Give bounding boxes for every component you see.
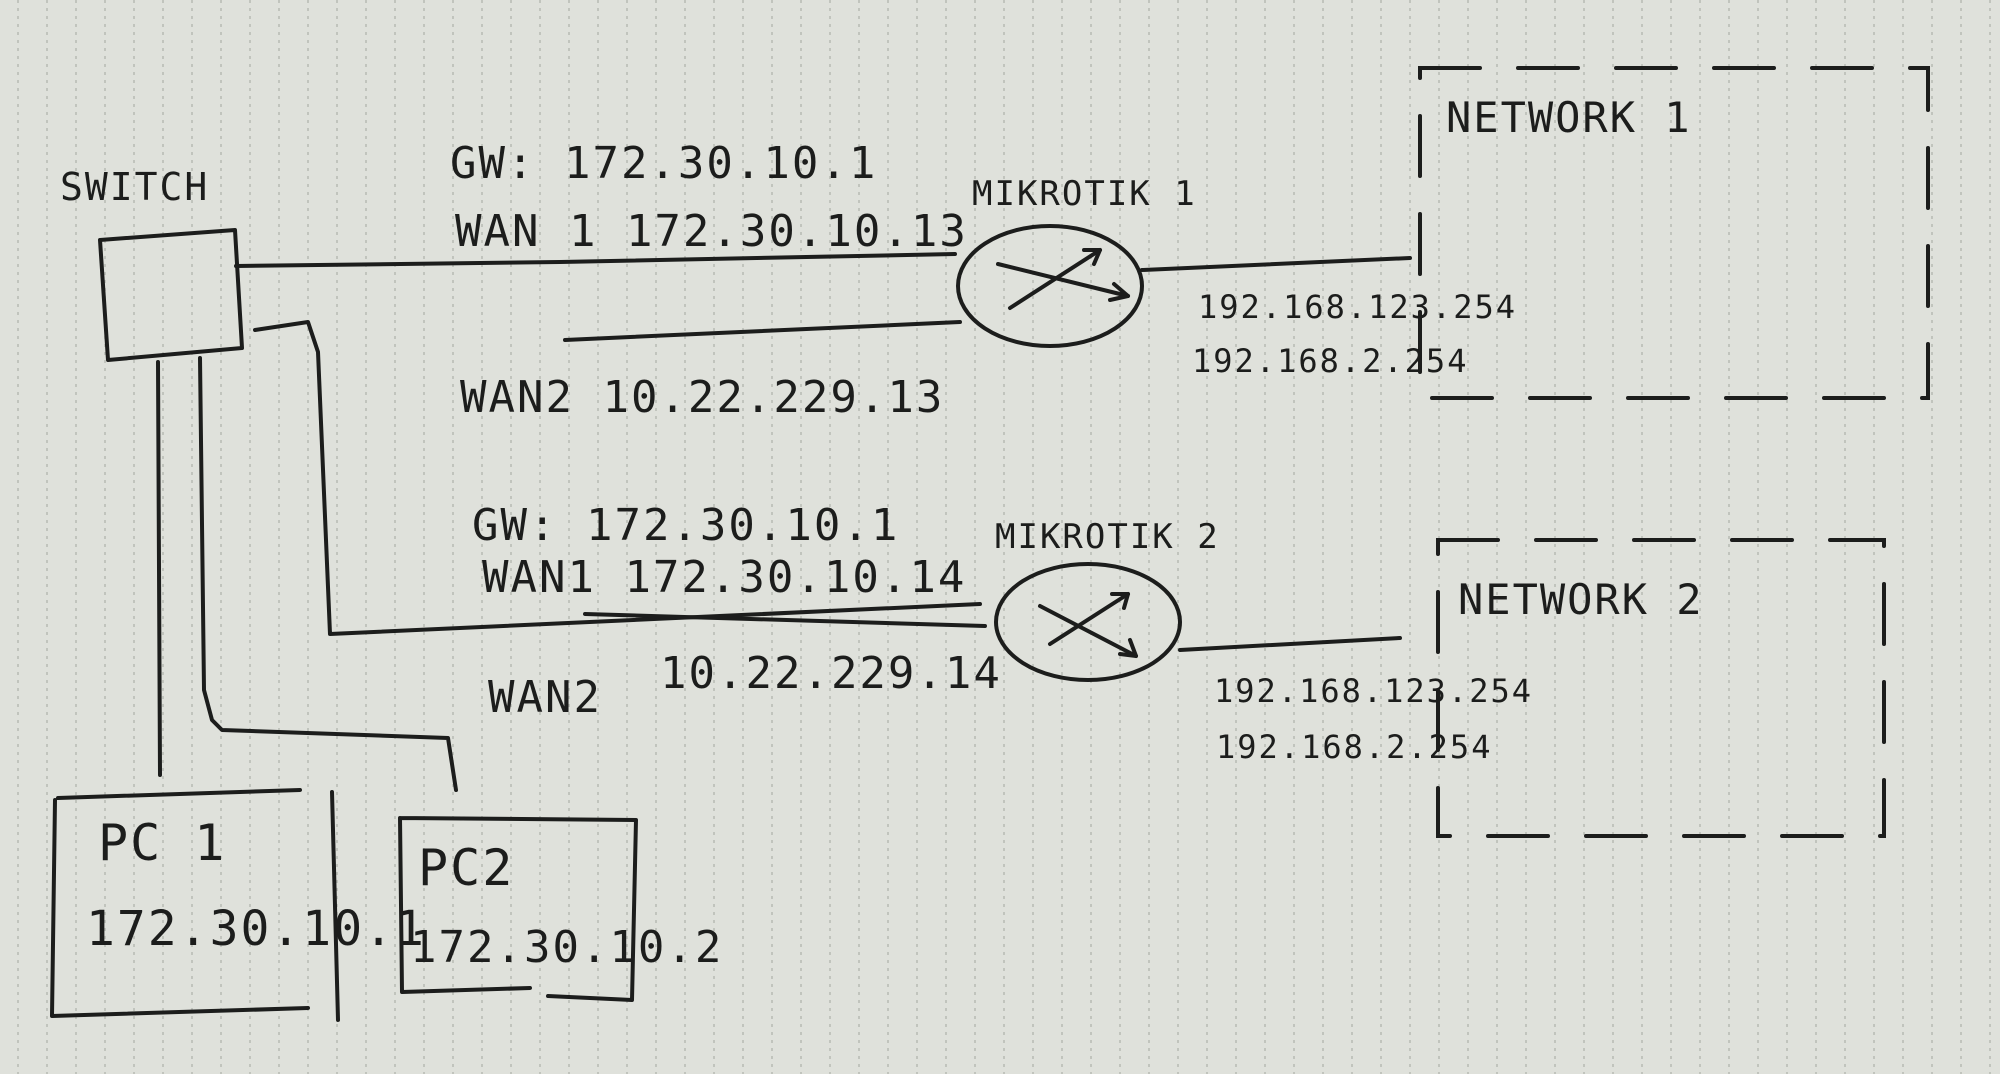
mikrotik-2-lan2: 192.168.2.254	[1216, 728, 1492, 766]
cable-switch-pc1	[156, 360, 162, 777]
switch: SWITCH	[60, 165, 244, 362]
network-1-label: NETWORK 1	[1446, 93, 1692, 142]
switch-label: SWITCH	[60, 165, 209, 209]
mikrotik-2-lan1: 192.168.123.254	[1214, 672, 1533, 710]
cable-mikrotik1-lan	[1140, 256, 1412, 272]
pc-1-ip: 172.30.10.1	[86, 901, 426, 957]
mikrotik-2-router	[994, 562, 1182, 682]
network-1-zone	[1418, 66, 1930, 400]
cable-switch-mikrotik1-wan1	[234, 252, 957, 268]
cables	[156, 252, 1412, 792]
pc-1-box	[50, 788, 340, 1022]
pc-2-box	[398, 816, 638, 1002]
router-arrows-icon	[1038, 592, 1138, 658]
mikrotik-1-wan1: WAN 1 172.30.10.13	[455, 206, 968, 257]
mikrotik-1-label: MIKROTIK 1	[972, 174, 1197, 214]
switch-box	[98, 228, 244, 362]
mikrotik-2-wan2: WAN2	[488, 672, 602, 723]
cable-switch-mikrotik2-wan1	[253, 320, 982, 636]
mikrotik-1-lan1: 192.168.123.254	[1198, 288, 1517, 326]
mikrotik-1-wan2: WAN2 10.22.229.13	[460, 372, 944, 423]
network-1: NETWORK 1	[1418, 66, 1930, 400]
network-2-zone	[1436, 538, 1886, 838]
pc-1-label: PC 1	[98, 814, 226, 872]
network-2-label: NETWORK 2	[1458, 575, 1704, 624]
mikrotik-2: MIKROTIK 2 GW: 172.30.10.1 WAN1 172.30.1…	[472, 500, 1533, 766]
cable-mikrotik2-lan	[1178, 636, 1402, 652]
pc-1: PC 1 172.30.10.1	[50, 788, 426, 1022]
cable-switch-pc2	[198, 356, 458, 792]
pc-2: PC2 172.30.10.2	[398, 816, 723, 1002]
mikrotik-2-wan1: WAN1 172.30.10.14	[482, 552, 966, 603]
mikrotik-1-gw: GW: 172.30.10.1	[450, 138, 877, 189]
router-arrows-icon	[996, 248, 1130, 310]
mikrotik-2-wan2-ip: 10.22.229.14	[660, 648, 1002, 699]
mikrotik-2-gw: GW: 172.30.10.1	[472, 500, 899, 551]
network-2: NETWORK 2	[1436, 538, 1886, 838]
mikrotik-1-router	[956, 224, 1144, 348]
cable-mikrotik1-wan2-stub	[563, 320, 962, 342]
mikrotik-2-label: MIKROTIK 2	[995, 517, 1220, 557]
pc-2-label: PC2	[418, 839, 514, 897]
mikrotik-1-lan2: 192.168.2.254	[1192, 342, 1468, 380]
mikrotik-1: MIKROTIK 1 GW: 172.30.10.1 WAN 1 172.30.…	[450, 138, 1517, 423]
pc-2-ip: 172.30.10.2	[410, 922, 723, 973]
cable-mikrotik2-wan2-stub	[583, 612, 987, 628]
paper-rules	[17, 0, 1991, 1074]
